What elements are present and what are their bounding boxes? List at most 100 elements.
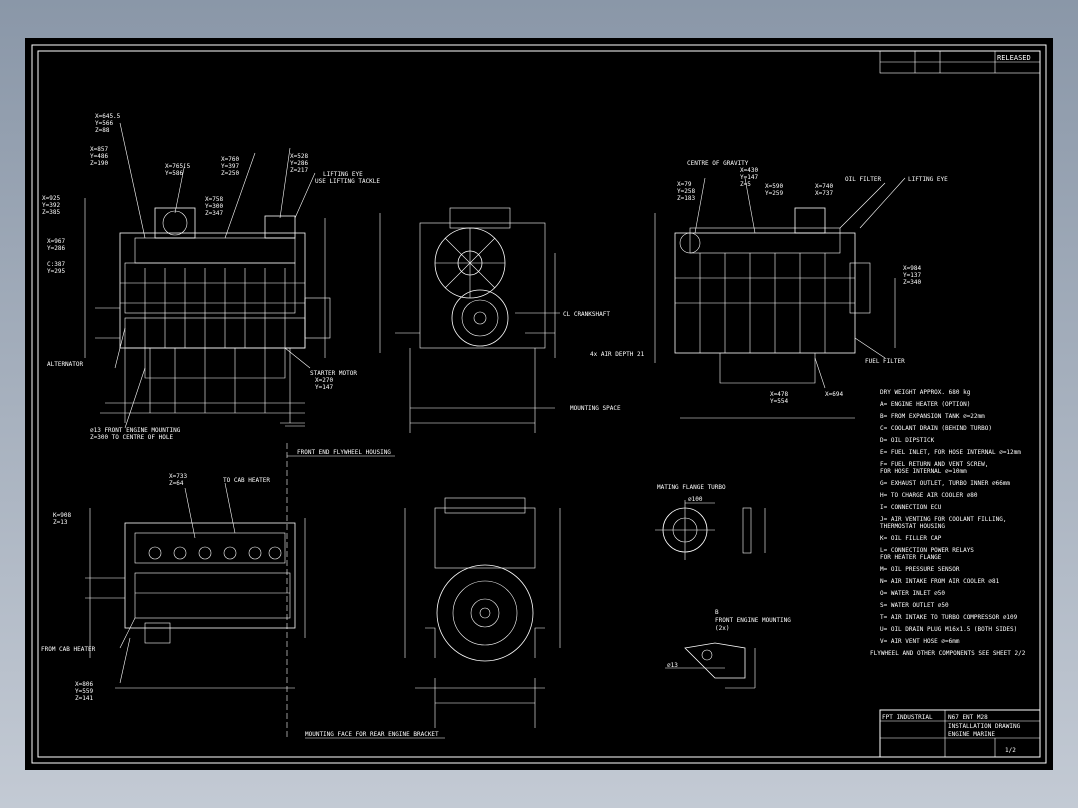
coord-h-y: Y=397: [221, 163, 239, 170]
coord-xv-x: X=806: [75, 681, 93, 688]
note-line: B= FROM EXPANSION TANK ⌀=22mm: [880, 413, 985, 420]
coord-c2-x: C:387: [47, 261, 65, 268]
note-line: A= ENGINE HEATER (OPTION): [880, 401, 970, 408]
tb-sheet: 1/2: [1005, 747, 1016, 754]
note-line: U= OIL DRAIN PLUG M16x1.5 (BOTH SIDES): [880, 626, 1017, 633]
note-line: M= OIL PRESSURE SENSOR: [880, 566, 960, 573]
coord-kv-z: Z=13: [53, 519, 68, 526]
coord-n-x: X=645.5: [95, 113, 121, 120]
coord-kv-x: K=908: [53, 512, 71, 519]
coord-m-x: X=590: [765, 183, 783, 190]
coord-a-x: X=925: [42, 195, 60, 202]
coord-f-y: Y=258: [677, 188, 695, 195]
cog-x: X=430: [740, 167, 758, 174]
view-front: CL CRANKSHAFT 4x AIR DEPTH 21 MOUNTING S…: [379, 207, 645, 433]
note-line: O= WATER INLET ⌀50: [880, 590, 945, 597]
view-left-side: X=645.5 Y=566 Z=88 X=760 Y=397 Z=250 X=7…: [42, 113, 380, 441]
note-line: THERMOSTAT HOUSING: [880, 523, 945, 530]
note-line: L= CONNECTION POWER RELAYS: [880, 547, 974, 554]
label-alternator: ALTERNATOR: [47, 361, 84, 368]
coord-i-y: Y=300: [205, 203, 223, 210]
view-rear: MOUNTING FACE FOR REAR ENGINE BRACKET: [305, 497, 561, 739]
revision-block: RELEASED: [879, 50, 1041, 74]
coord-c-z: Z=190: [90, 160, 108, 167]
tb-line2: N67 ENT M28: [948, 714, 988, 721]
coord-c2-y: Y=295: [47, 268, 65, 275]
label-front-mount-b1: FRONT ENGINE MOUNTING: [715, 617, 791, 624]
note-line: D= OIL DIPSTICK: [880, 437, 935, 444]
label-lifting-tackle: USE LIFTING TACKLE: [315, 178, 380, 185]
note-line: FOR HOSE INTERNAL ⌀=10mm: [880, 468, 967, 475]
note-line: H= TO CHARGE AIR COOLER ⌀80: [880, 492, 978, 499]
coord-i-x: X=758: [205, 196, 223, 203]
label-centre-of-gravity: CENTRE OF GRAVITY: [687, 160, 749, 167]
cog-y: Y=147: [740, 174, 758, 181]
engine-installation-drawing: RELEASED: [31, 44, 1047, 764]
label-front-end-flywheel: FRONT END FLYWHEEL HOUSING: [297, 449, 391, 456]
outer-frame: [31, 44, 1047, 764]
cad-drawing-viewport: RELEASED: [25, 38, 1053, 770]
note-line: G= EXHAUST OUTLET, TURBO INNER ⌀66mm: [880, 480, 1010, 487]
label-lifting-eye: LIFTING EYE: [323, 171, 363, 178]
coord-n-y: Y=566: [95, 120, 113, 127]
label-mating-dia: ⌀100: [688, 496, 703, 503]
coord-c-x: X=857: [90, 146, 108, 153]
label-from-cab-heater: FROM CAB HEATER: [41, 646, 96, 653]
coord-m-y: Y=259: [765, 190, 783, 197]
detail-mating-flange: MATING FLANGE TURBO ⌀100: [655, 484, 766, 560]
coord-i-z: Z=347: [205, 210, 223, 217]
note-line: V= AIR VENT HOSE ⌀=6mm: [880, 638, 960, 645]
starter-x: X=270: [315, 377, 333, 384]
coord-xv-z: Z=141: [75, 695, 93, 702]
coord-c-side-y: Y=286: [47, 245, 65, 252]
coord-a-y: Y=392: [42, 202, 60, 209]
label-mating-flange: MATING FLANGE TURBO: [657, 484, 726, 491]
coord-xv-y: Y=559: [75, 688, 93, 695]
label-mounting-face: MOUNTING FACE FOR REAR ENGINE BRACKET: [305, 731, 439, 738]
coord-g-z: Z=217: [290, 167, 308, 174]
coord-h-z: Z=250: [221, 170, 239, 177]
view-right-side: CENTRE OF GRAVITY X=430 Y=147 Z=5 X=79 Y…: [654, 160, 948, 419]
coord-n-z: Z=88: [95, 127, 110, 134]
coord-l-x: X=733: [169, 473, 187, 480]
coord-f-x: X=79: [677, 181, 692, 188]
note-line: T= AIR INTAKE TO TURBO COMPRESSOR ⌀109: [880, 614, 1018, 621]
coord-d-x: X=694: [825, 391, 843, 398]
label-front-mount-b2: (2x): [715, 625, 729, 632]
label-mounting-space: MOUNTING SPACE: [570, 405, 621, 412]
coord-k-y: Y=586: [165, 170, 183, 177]
note-line: K= OIL FILLER CAP: [880, 535, 942, 542]
label-to-cab-heater: TO CAB HEATER: [223, 477, 270, 484]
coord-e-z: Z=340: [903, 279, 921, 286]
release-text: RELEASED: [997, 54, 1031, 62]
note-line: S= WATER OUTLET ⌀50: [880, 602, 949, 609]
note-line: DRY WEIGHT APPROX. 680 kg: [880, 389, 971, 396]
note-line: N= AIR INTAKE FROM AIR COOLER ⌀81: [880, 578, 1000, 585]
coord-g-x: X=528: [290, 153, 308, 160]
cog-z: Z=5: [740, 181, 751, 188]
note-line: E= FUEL INLET, FOR HOSE INTERNAL ⌀=12mm: [880, 449, 1021, 456]
starter-y: Y=147: [315, 384, 333, 391]
coord-oilf-2: X=737: [815, 190, 833, 197]
label-cl-crankshaft: CL CRANKSHAFT: [563, 311, 610, 318]
inner-frame: [37, 50, 1041, 758]
coord-g-y: Y=286: [290, 160, 308, 167]
tb-line4: ENGINE MARINE: [948, 731, 995, 738]
note-line: FOR HEATER FLANGE: [880, 554, 942, 561]
coord-oilf-1: X=740: [815, 183, 833, 190]
tb-line3: INSTALLATION DRAWING: [948, 723, 1021, 730]
label-air-depth: 4x AIR DEPTH 21: [590, 351, 645, 358]
label-front-mount-2: Z=300 TO CENTRE OF HOLE: [90, 434, 173, 441]
coord-c-side-x: X=967: [47, 238, 65, 245]
note-line: C= COOLANT DRAIN (BEHIND TURBO): [880, 425, 992, 432]
coord-h-x: X=760: [221, 156, 239, 163]
coord-e-x: X=984: [903, 265, 921, 272]
coord-a-z: Z=385: [42, 209, 60, 216]
coord-u-x: X=478: [770, 391, 788, 398]
note-line: F= FUEL RETURN AND VENT SCREW,: [880, 461, 988, 468]
label-fuel-filter: FUEL FILTER: [865, 358, 905, 365]
coord-k-x: X=765.5: [165, 163, 191, 170]
label-starter-motor: STARTER MOTOR: [310, 370, 357, 377]
detail-front-mounting: B FRONT ENGINE MOUNTING (2x) ⌀13: [665, 609, 791, 689]
note-line: I= CONNECTION ECU: [880, 504, 942, 511]
